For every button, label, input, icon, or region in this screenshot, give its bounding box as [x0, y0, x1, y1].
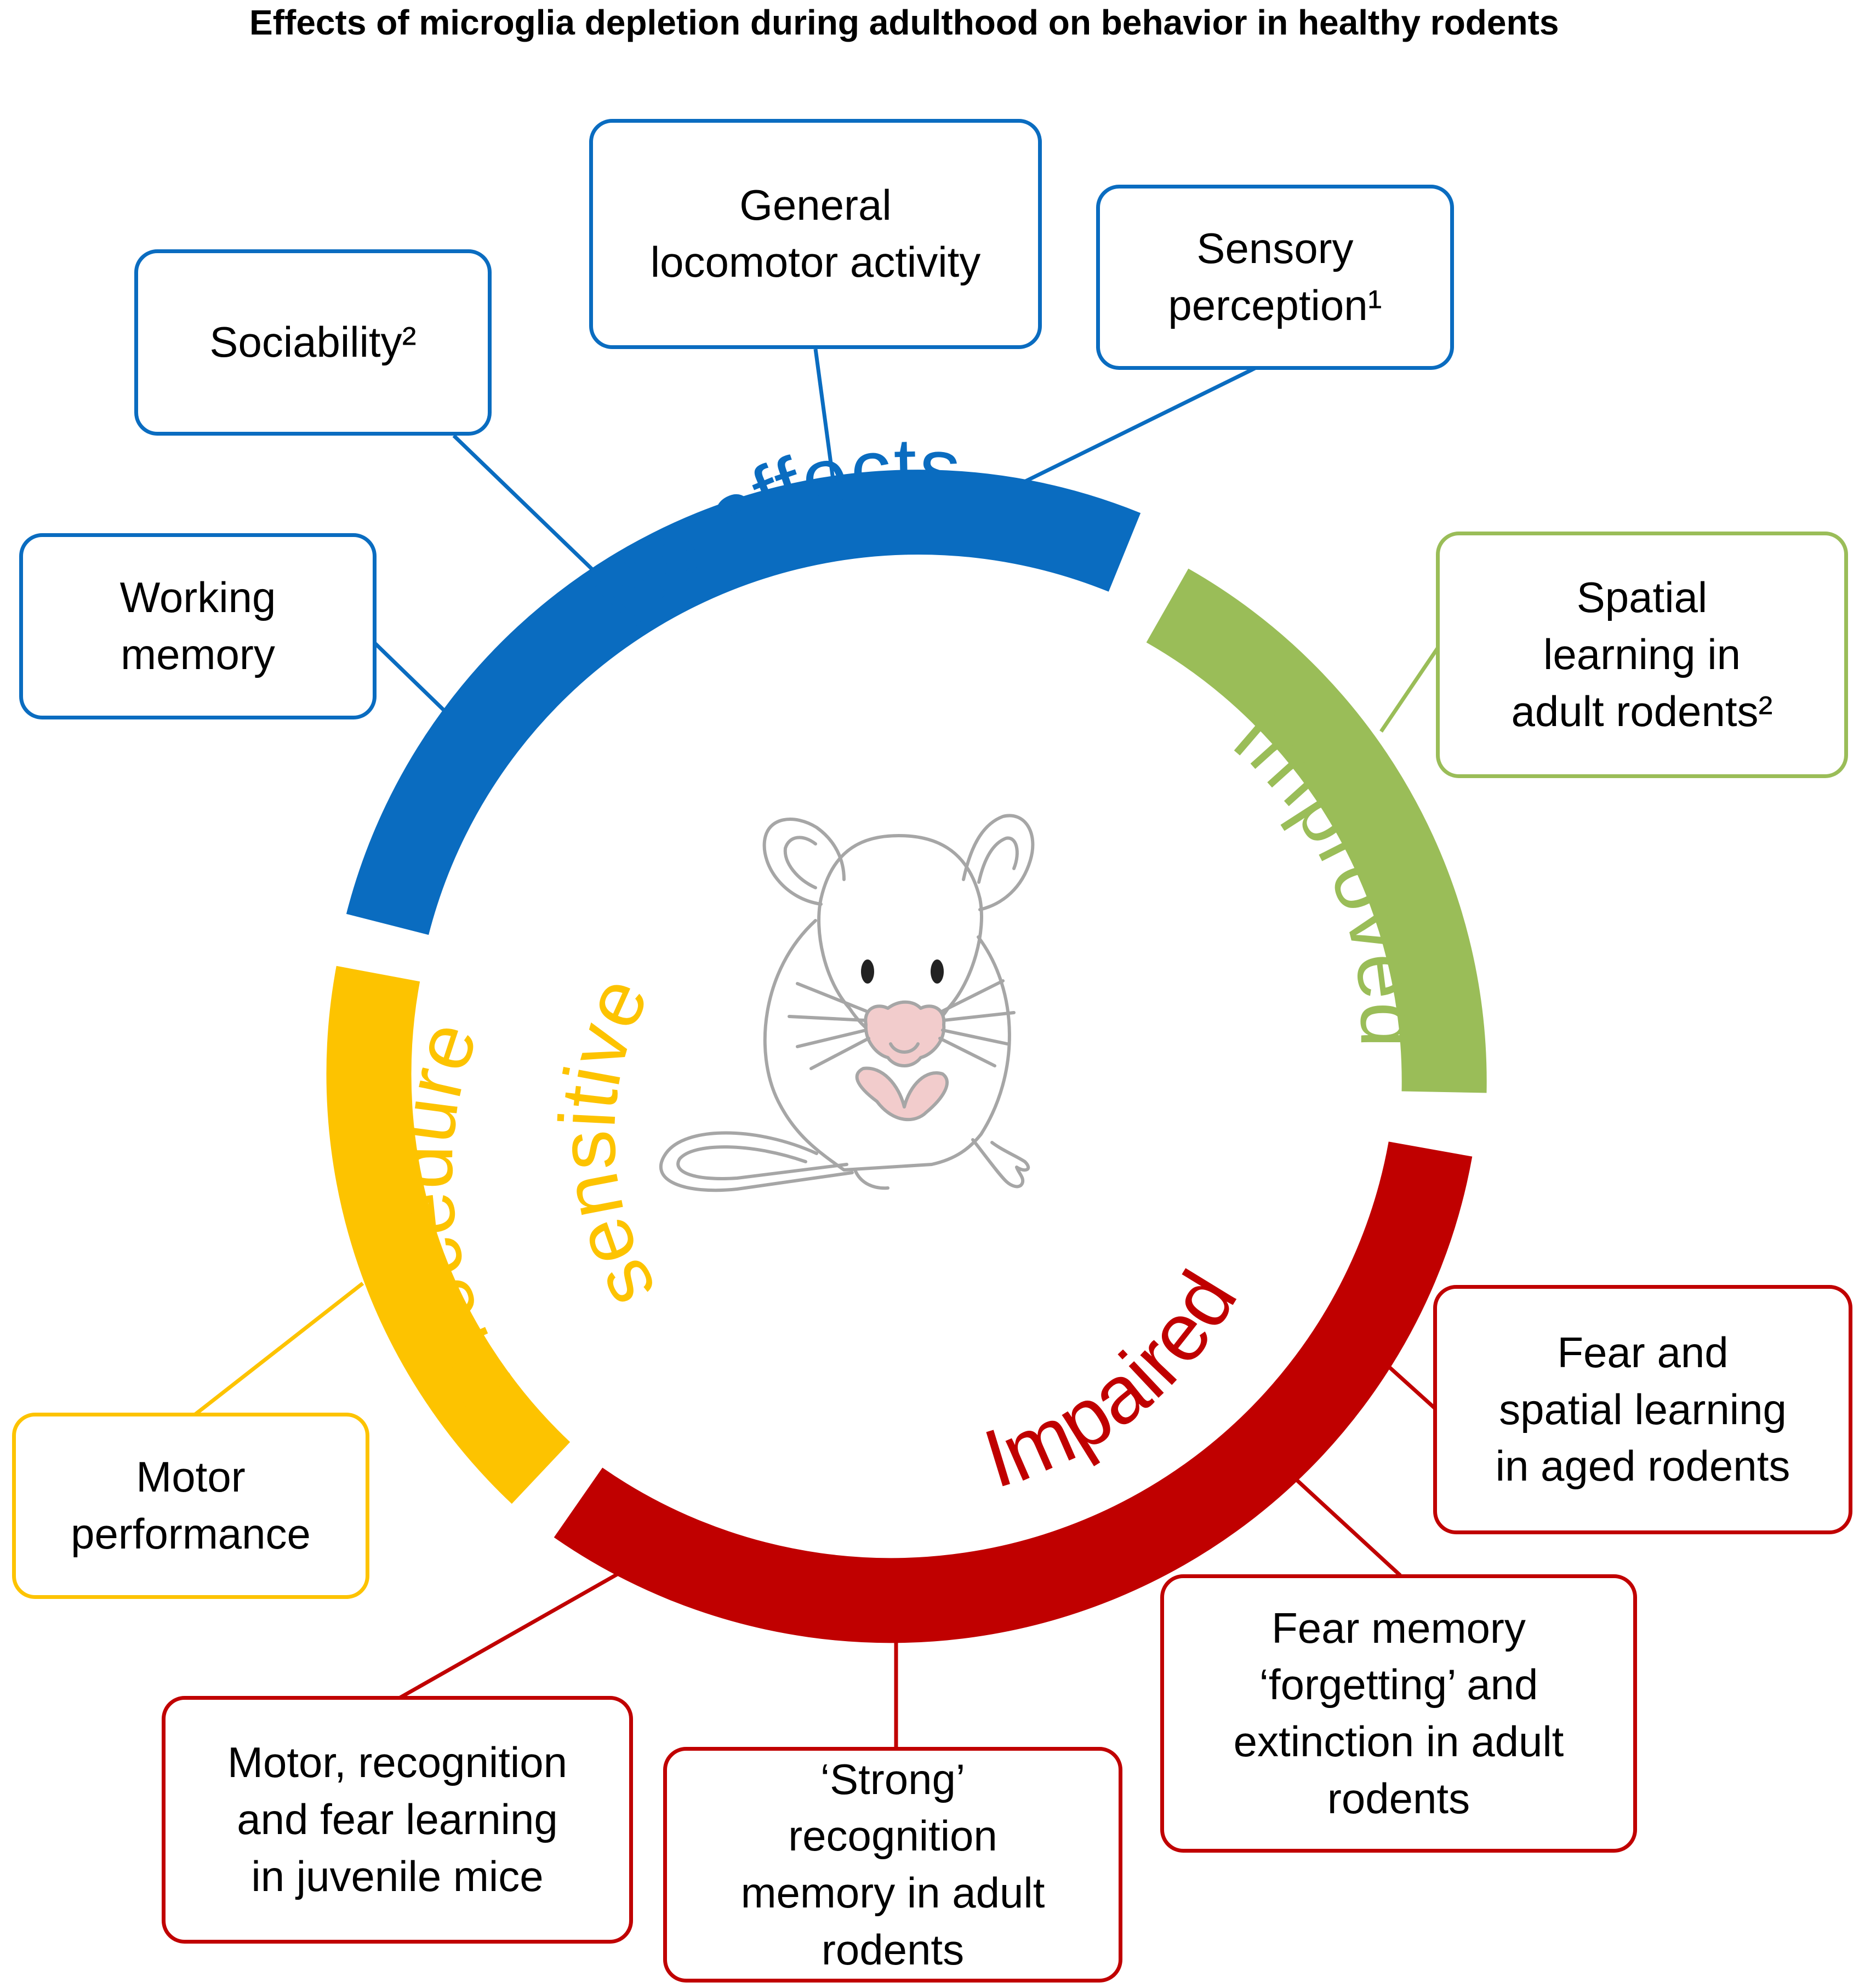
mouse-left-ear [762, 818, 846, 906]
label-sensitive: sensitive [542, 964, 672, 1322]
connector-spatial-learning-adult [1379, 645, 1440, 733]
mouse-head [817, 834, 983, 1043]
mouse-right-ear [962, 814, 1035, 911]
connector-motor-performance [193, 1282, 364, 1416]
title-text: Effects of microglia depletion during ad… [249, 3, 1559, 42]
mouse-left-ear-inner [783, 836, 817, 889]
mouse-tail [659, 1131, 854, 1192]
arc-improved [1146, 568, 1487, 1093]
connector-lines [193, 349, 1441, 1747]
mouse-illustration [659, 814, 1035, 1192]
mouse-left-eye [861, 959, 874, 984]
connector-sociability [452, 434, 600, 577]
ring-segments [326, 470, 1487, 1643]
mouse-right-ear-inner [977, 836, 1019, 884]
connector-sensory-perception [1006, 364, 1261, 493]
connector-general-locomotor [813, 349, 836, 488]
arc-impaired [554, 1141, 1473, 1643]
label-improved: Improved [1217, 689, 1436, 1048]
mouse-paws [855, 1066, 949, 1121]
mouse-left-foot [853, 1168, 889, 1190]
connector-fear-memory-forgetting [1295, 1478, 1402, 1577]
arc-procedure-sensitive [326, 966, 571, 1504]
mouse-right-foot [971, 1138, 1030, 1189]
mouse-right-eye [931, 959, 944, 984]
connector-working-memory [368, 637, 448, 714]
connector-fear-spatial-aged [1388, 1366, 1441, 1414]
mouse-whiskers-right [938, 979, 1016, 1067]
mouse-mouth [889, 1042, 920, 1054]
connector-motor-recognition-juvenile [399, 1569, 623, 1700]
sociability-text: Sociability² [209, 318, 417, 367]
mouse-snout [864, 1000, 946, 1067]
box-sociability: Sociability² [134, 249, 492, 436]
mouse-tail-inner [676, 1145, 848, 1180]
mouse-body [763, 919, 1011, 1172]
mouse-whiskers-left [788, 982, 870, 1070]
arc-no-effects [346, 470, 1141, 935]
